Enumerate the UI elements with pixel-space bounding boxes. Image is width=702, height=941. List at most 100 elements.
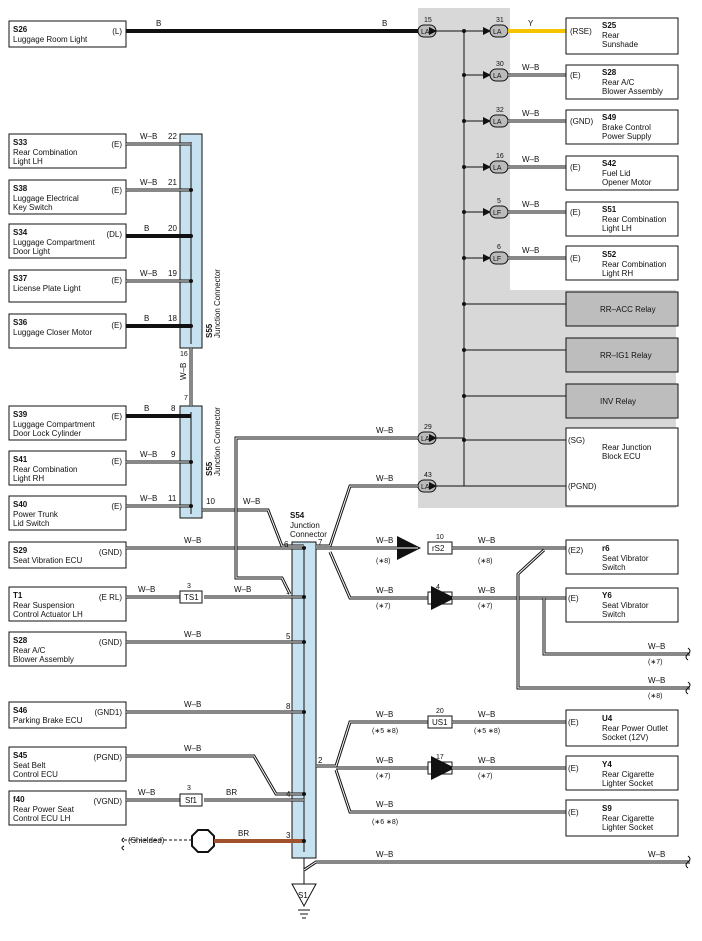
- svg-text:3: 3: [187, 583, 191, 590]
- junction-name: Junction Connector: [213, 407, 222, 476]
- svg-text:W–B: W–B: [522, 109, 539, 118]
- svg-text:17: 17: [436, 754, 444, 761]
- svg-text:Rear Cigarette: Rear Cigarette: [602, 770, 655, 779]
- svg-text:S51: S51: [602, 205, 617, 214]
- svg-text:W–B: W–B: [376, 800, 393, 809]
- svg-text:W–B: W–B: [376, 474, 393, 483]
- svg-text:(E): (E): [111, 457, 122, 466]
- svg-text:B: B: [156, 19, 161, 28]
- svg-text:(∗6 ∗8): (∗6 ∗8): [372, 819, 398, 826]
- svg-text:31: 31: [496, 17, 504, 24]
- svg-text:(E): (E): [570, 254, 581, 263]
- svg-text:5: 5: [497, 198, 501, 205]
- svg-text:Rear: Rear: [602, 31, 620, 40]
- junction-name: Junction: [290, 521, 320, 530]
- svg-text:21: 21: [168, 178, 177, 187]
- svg-text:8: 8: [286, 702, 291, 711]
- junction-name: Connector: [290, 530, 327, 539]
- svg-text:(∗7): (∗7): [376, 773, 390, 780]
- svg-text:W–B: W–B: [184, 630, 201, 639]
- svg-text:Luggage Electrical: Luggage Electrical: [13, 194, 79, 203]
- svg-text:30: 30: [496, 61, 504, 68]
- svg-text:S41: S41: [13, 455, 28, 464]
- component-code: S26: [13, 25, 28, 34]
- svg-text:15: 15: [424, 17, 432, 24]
- svg-text:S9: S9: [602, 804, 612, 813]
- svg-text:W–B: W–B: [648, 642, 665, 651]
- relay-rr-ig1: [565, 337, 679, 373]
- svg-text:3: 3: [187, 785, 191, 792]
- svg-text:Socket (12V): Socket (12V): [602, 733, 649, 742]
- svg-text:(E2): (E2): [568, 546, 583, 555]
- left-component-s41: S41 Rear Combination Light RH (E): [8, 450, 127, 486]
- svg-text:(E): (E): [570, 163, 581, 172]
- svg-text:Switch: Switch: [602, 610, 626, 619]
- svg-text:US1: US1: [432, 718, 448, 727]
- svg-text:W–B: W–B: [184, 700, 201, 709]
- svg-text:Seat Belt: Seat Belt: [13, 761, 46, 770]
- svg-text:SY2: SY2: [432, 594, 448, 603]
- svg-text:W–B: W–B: [376, 586, 393, 595]
- svg-text:Light LH: Light LH: [13, 157, 43, 166]
- svg-text:S28: S28: [13, 636, 28, 645]
- component-name: Luggage Room Light: [13, 35, 88, 44]
- left-component-t1: T1 Rear Suspension Control Actuator LH (…: [8, 586, 127, 622]
- svg-text:W–B: W–B: [140, 269, 157, 278]
- svg-text:LF: LF: [493, 210, 501, 217]
- svg-text:W–B: W–B: [140, 178, 157, 187]
- svg-text:Light RH: Light RH: [13, 474, 44, 483]
- svg-text:LA: LA: [421, 436, 430, 443]
- svg-text:7: 7: [318, 538, 323, 547]
- svg-text:(E): (E): [111, 186, 122, 195]
- right-component-s9: (E) S9 Rear Cigarette Lighter Socket: [565, 799, 679, 837]
- svg-text:U4: U4: [602, 714, 613, 723]
- svg-text:10: 10: [436, 534, 444, 541]
- svg-text:RR–IG1 Relay: RR–IG1 Relay: [600, 351, 652, 360]
- svg-text:S1: S1: [298, 891, 308, 900]
- svg-text:W–B: W–B: [478, 536, 495, 545]
- left-component-s38: S38 Luggage Electrical Key Switch (E): [8, 179, 127, 215]
- svg-text:(E): (E): [111, 321, 122, 330]
- svg-text:W–B: W–B: [376, 536, 393, 545]
- svg-text:Luggage Compartment: Luggage Compartment: [13, 420, 96, 429]
- svg-text:8: 8: [171, 404, 176, 413]
- right-component-u4: (E) U4 Rear Power Outlet Socket (12V): [565, 709, 679, 747]
- svg-text:S37: S37: [13, 274, 28, 283]
- svg-text:Rear A/C: Rear A/C: [13, 646, 46, 655]
- svg-text:S38: S38: [13, 184, 28, 193]
- svg-text:S28: S28: [602, 68, 617, 77]
- svg-text:Lighter Socket: Lighter Socket: [602, 779, 654, 788]
- svg-text:LA: LA: [493, 29, 502, 36]
- svg-text:Rear Suspension: Rear Suspension: [13, 601, 74, 610]
- relay-rr-acc: [565, 291, 679, 327]
- right-component-s49: (GND) S49 Brake Control Power Supply: [565, 109, 679, 145]
- svg-text:License Plate Light: License Plate Light: [13, 284, 81, 293]
- svg-text:(E): (E): [111, 502, 122, 511]
- svg-text:Blower Assembly: Blower Assembly: [13, 655, 74, 664]
- svg-text:Control Actuator LH: Control Actuator LH: [13, 610, 83, 619]
- svg-text:(GND): (GND): [99, 548, 122, 557]
- svg-text:10: 10: [206, 497, 215, 506]
- svg-text:S39: S39: [13, 410, 28, 419]
- svg-text:(GND): (GND): [570, 117, 593, 126]
- left-component-s40: S40 Power Trunk Lid Switch (E): [8, 495, 127, 531]
- svg-text:5: 5: [286, 632, 291, 641]
- right-component-s51: (E) S51 Rear Combination Light LH: [565, 201, 679, 237]
- svg-text:(E): (E): [111, 140, 122, 149]
- svg-text:S42: S42: [602, 159, 617, 168]
- svg-text:W–B: W–B: [376, 756, 393, 765]
- svg-text:LA: LA: [421, 29, 430, 36]
- left-component-s29: S29 Seat Vibration ECU (GND): [8, 541, 127, 569]
- svg-text:16: 16: [180, 351, 188, 358]
- svg-text:LA: LA: [493, 73, 502, 80]
- svg-text:T1: T1: [13, 591, 23, 600]
- right-component-s52: (E) S52 Rear Combination Light RH: [565, 245, 679, 281]
- svg-text:(∗5 ∗8): (∗5 ∗8): [372, 728, 398, 735]
- svg-text:(E): (E): [570, 208, 581, 217]
- right-top-connectors: LA 31 Y LA 30 W–B LA 32 W–B LA 16 W–B LF…: [462, 17, 566, 487]
- svg-text:Blower Assembly: Blower Assembly: [602, 87, 663, 96]
- svg-text:W–B: W–B: [376, 710, 393, 719]
- svg-text:(E): (E): [111, 276, 122, 285]
